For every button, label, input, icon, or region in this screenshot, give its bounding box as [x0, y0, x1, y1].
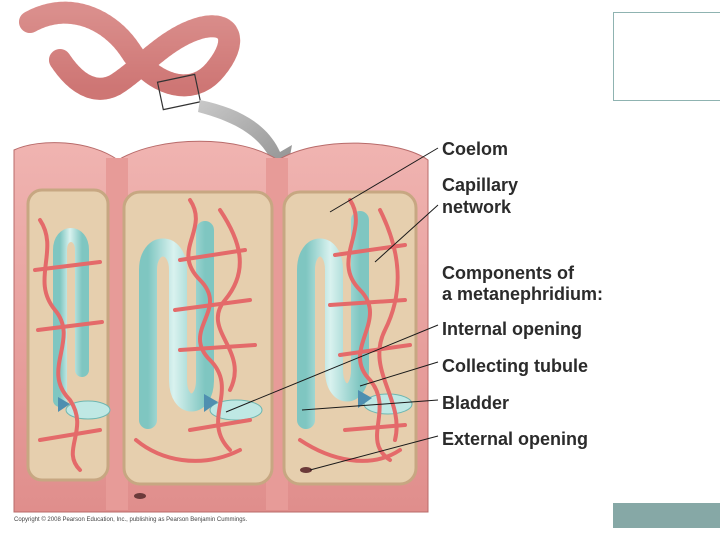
copyright-notice: Copyright © 2008 Pearson Education, Inc.…: [14, 517, 247, 523]
earthworm-overview: [30, 13, 229, 89]
label-internal-opening: Internal opening: [442, 318, 582, 340]
label-coelom: Coelom: [442, 138, 508, 160]
label-external-opening: External opening: [442, 428, 588, 450]
label-capillary-line1: Capillary: [442, 174, 518, 196]
label-capillary-line2: network: [442, 196, 511, 218]
external-opening-mark: [134, 493, 146, 499]
label-components-line2: a metanephridium:: [442, 283, 603, 305]
label-components-line1: Components of: [442, 262, 574, 284]
label-collecting-tubule: Collecting tubule: [442, 355, 588, 377]
label-bladder: Bladder: [442, 392, 509, 414]
